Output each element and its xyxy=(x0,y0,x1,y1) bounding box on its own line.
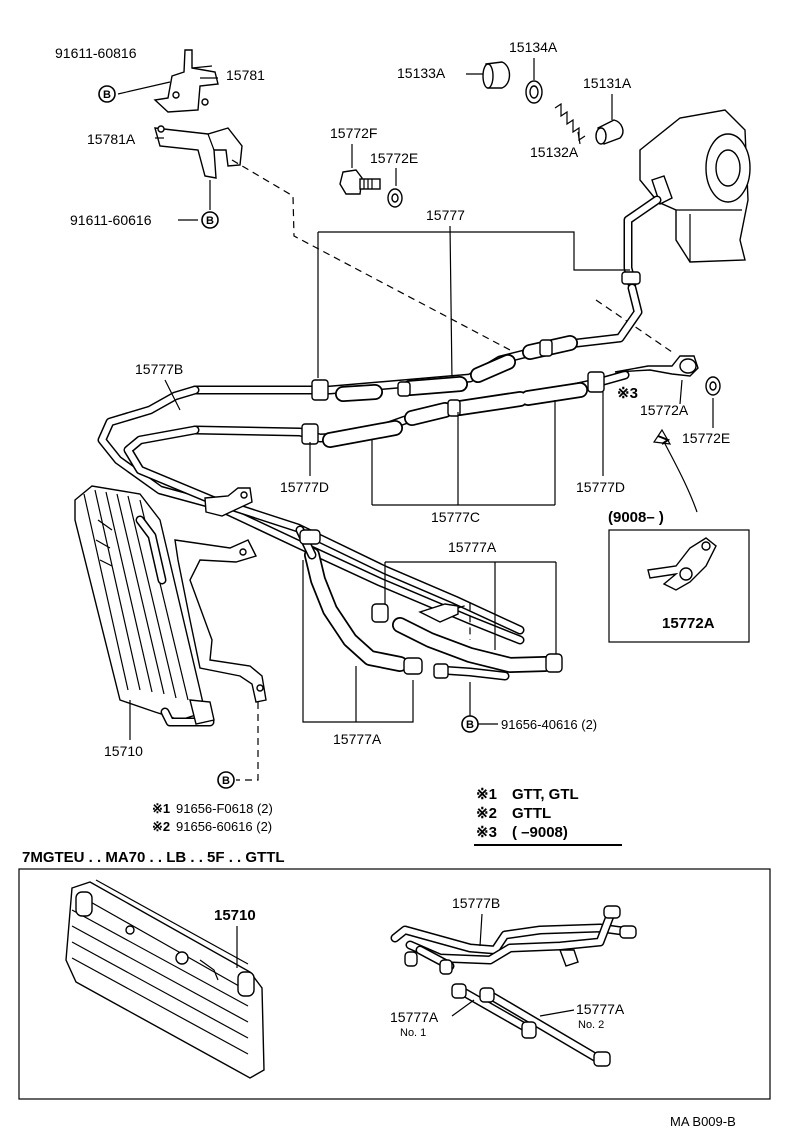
sub-label-no2: No. 2 xyxy=(578,1019,604,1031)
svg-text:GTT, GTL: GTT, GTL xyxy=(512,786,579,803)
svg-text:※3: ※3 xyxy=(476,824,497,841)
svg-text:B: B xyxy=(222,775,230,787)
label-15133A: 15133A xyxy=(397,65,446,81)
label-91656-40616: 91656-40616 (2) xyxy=(501,717,597,732)
spring-15132A xyxy=(554,102,586,142)
label-15781: 15781 xyxy=(226,67,265,83)
b-marker-icon: B xyxy=(461,715,479,733)
gasket-15772E xyxy=(387,188,403,208)
note-2: 91656-60616 (2) xyxy=(176,819,272,834)
clamp xyxy=(311,339,553,401)
gasket-15772E xyxy=(705,376,721,396)
label-15777C: 15777C xyxy=(431,509,480,525)
pipe-ends xyxy=(404,905,637,975)
svg-text:B: B xyxy=(466,719,474,731)
clamp xyxy=(621,271,641,285)
sub-label-15710: 15710 xyxy=(214,907,256,924)
label-15134A: 15134A xyxy=(509,39,558,55)
oil-cooler-15710 xyxy=(74,485,215,727)
sub-label-no1: No. 1 xyxy=(400,1027,426,1039)
transmission-housing xyxy=(639,109,751,263)
inset-box xyxy=(608,529,750,643)
label-star3: ※3 xyxy=(617,385,638,402)
label-15777A-top: 15777A xyxy=(448,539,497,555)
label-15710: 15710 xyxy=(104,743,143,759)
sub-label-15777B: 15777B xyxy=(452,895,500,911)
cooler-bracket xyxy=(174,539,267,703)
note-1: 91656-F0618 (2) xyxy=(176,801,273,816)
label-15777A-bottom: 15777A xyxy=(333,731,382,747)
union-bolt-15772F xyxy=(339,169,381,195)
svg-text:B: B xyxy=(103,89,111,101)
sub-label-15777A-right: 15777A xyxy=(576,1001,625,1017)
svg-text:( –9008): ( –9008) xyxy=(512,824,568,841)
note-star1-mark: ※1 xyxy=(152,801,170,816)
b-marker-icon: B xyxy=(201,211,219,229)
bracket-15781 xyxy=(153,49,219,113)
oil-cooler-15710-alt xyxy=(65,879,265,1079)
valve-15131A xyxy=(595,119,624,145)
label-15772E-right: 15772E xyxy=(682,430,730,446)
cap-15133A xyxy=(482,61,511,89)
svg-text:B: B xyxy=(206,215,214,227)
svg-text:※1: ※1 xyxy=(476,786,497,803)
label-15772F: 15772F xyxy=(330,125,377,141)
clamp xyxy=(299,529,563,679)
label-15781A: 15781A xyxy=(87,131,136,147)
b-marker-icon: B xyxy=(98,85,116,103)
label-15772E-top: 15772E xyxy=(370,150,418,166)
label-inset-15772A: 15772A xyxy=(662,615,715,632)
label-15777: 15777 xyxy=(426,207,465,223)
label-91611-60816: 91611-60816 xyxy=(55,45,137,61)
label-91611-60616: 91611-60616 xyxy=(70,212,152,228)
label-15777D-left: 15777D xyxy=(280,479,329,495)
note-star2-mark: ※2 xyxy=(152,819,170,834)
fitting-15772A-new xyxy=(647,537,717,591)
section-title: 7MGTEU . . MA70 . . LB . . 5F . . GTTL xyxy=(22,849,285,866)
label-15777B: 15777B xyxy=(135,361,183,377)
label-15131A: 15131A xyxy=(583,75,632,91)
small-bracket xyxy=(418,603,471,640)
bracket xyxy=(204,487,253,517)
label-15777D-right: 15777D xyxy=(576,479,625,495)
label-15132A: 15132A xyxy=(530,144,579,160)
label-inset-range: (9008– ) xyxy=(608,509,664,526)
washer-15134A xyxy=(525,80,543,104)
section-box xyxy=(18,868,771,1100)
hose-fittings xyxy=(451,983,611,1067)
svg-text:GTTL: GTTL xyxy=(512,805,551,822)
fitting-15772A xyxy=(614,355,699,377)
legend: ※1 GTT, GTL ※2 GTTL ※3 ( –9008) xyxy=(474,786,622,846)
footer-code: MA B009-B xyxy=(670,1114,736,1129)
label-15772A-main: 15772A xyxy=(640,402,689,418)
bracket-15781A xyxy=(154,125,243,179)
sub-label-15777A-left: 15777A xyxy=(390,1009,439,1025)
b-marker-icon: B xyxy=(217,771,235,789)
svg-text:※2: ※2 xyxy=(476,805,497,822)
